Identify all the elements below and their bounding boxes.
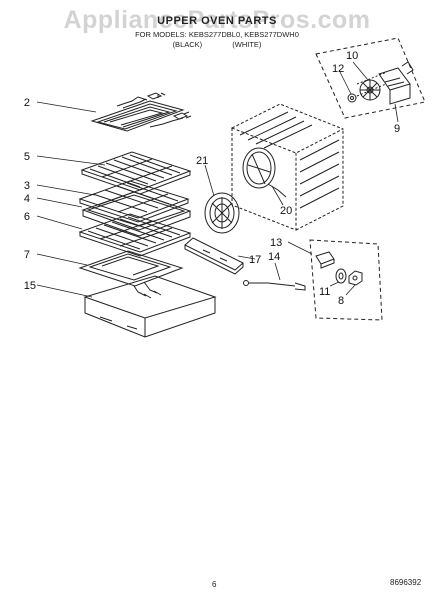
broiler-pan — [81, 191, 192, 237]
callout-15: 15 — [24, 280, 36, 292]
callout-3: 3 — [24, 180, 30, 192]
watermark: AppliancePartsPros.com — [63, 6, 371, 34]
convection-fan — [359, 79, 381, 101]
callout-8: 8 — [338, 295, 344, 307]
callout-11: 11 — [319, 286, 330, 298]
sensor-housing — [315, 251, 335, 269]
leader-lines — [36, 61, 399, 298]
callout-20: 20 — [280, 205, 292, 217]
bake-element — [78, 250, 184, 299]
convection-motor-group — [315, 37, 426, 119]
callout-4: 4 — [24, 193, 30, 205]
oven-rack-lower — [78, 213, 192, 257]
callout-9: 9 — [394, 123, 400, 135]
fan-cover — [204, 192, 240, 234]
color-labels: (BLACK) (WHITE) — [0, 40, 434, 49]
fan-nut — [347, 93, 357, 103]
callout-12: 12 — [332, 63, 344, 75]
callout-10: 10 — [346, 50, 358, 62]
oven-rack-upper — [80, 151, 192, 195]
callout-7: 7 — [24, 249, 30, 261]
oven-cavity — [230, 103, 345, 231]
document-code: 8696392 — [390, 578, 422, 587]
sensor-washer — [335, 268, 347, 284]
callout-2: 2 — [24, 97, 30, 109]
color-white-label: (WHITE) — [232, 40, 262, 49]
callout-14: 14 — [268, 251, 280, 263]
callout-5: 5 — [24, 151, 30, 163]
broiler-pan-grid — [78, 180, 190, 223]
temperature-sensor — [243, 280, 306, 291]
callout-6: 6 — [24, 211, 30, 223]
color-black-label: (BLACK) — [172, 40, 203, 49]
model-numbers: FOR MODELS: KEBS277DBL0, KEBS277DWH0 — [135, 30, 299, 39]
sensor-group — [309, 239, 383, 321]
diagram-title: UPPER OVEN PARTS — [157, 15, 277, 27]
callout-labels: 2 5 3 4 6 7 15 17 14 13 21 20 12 10 9 11… — [24, 50, 400, 307]
page-number: 6 — [212, 580, 217, 589]
callout-21: 21 — [196, 155, 208, 167]
callout-17: 17 — [249, 254, 261, 266]
convection-motor — [378, 61, 414, 105]
sensor-nut — [348, 270, 363, 286]
element-bracket — [184, 237, 244, 275]
broil-element — [90, 92, 192, 132]
drip-tray — [83, 275, 217, 338]
callout-13: 13 — [270, 237, 282, 249]
